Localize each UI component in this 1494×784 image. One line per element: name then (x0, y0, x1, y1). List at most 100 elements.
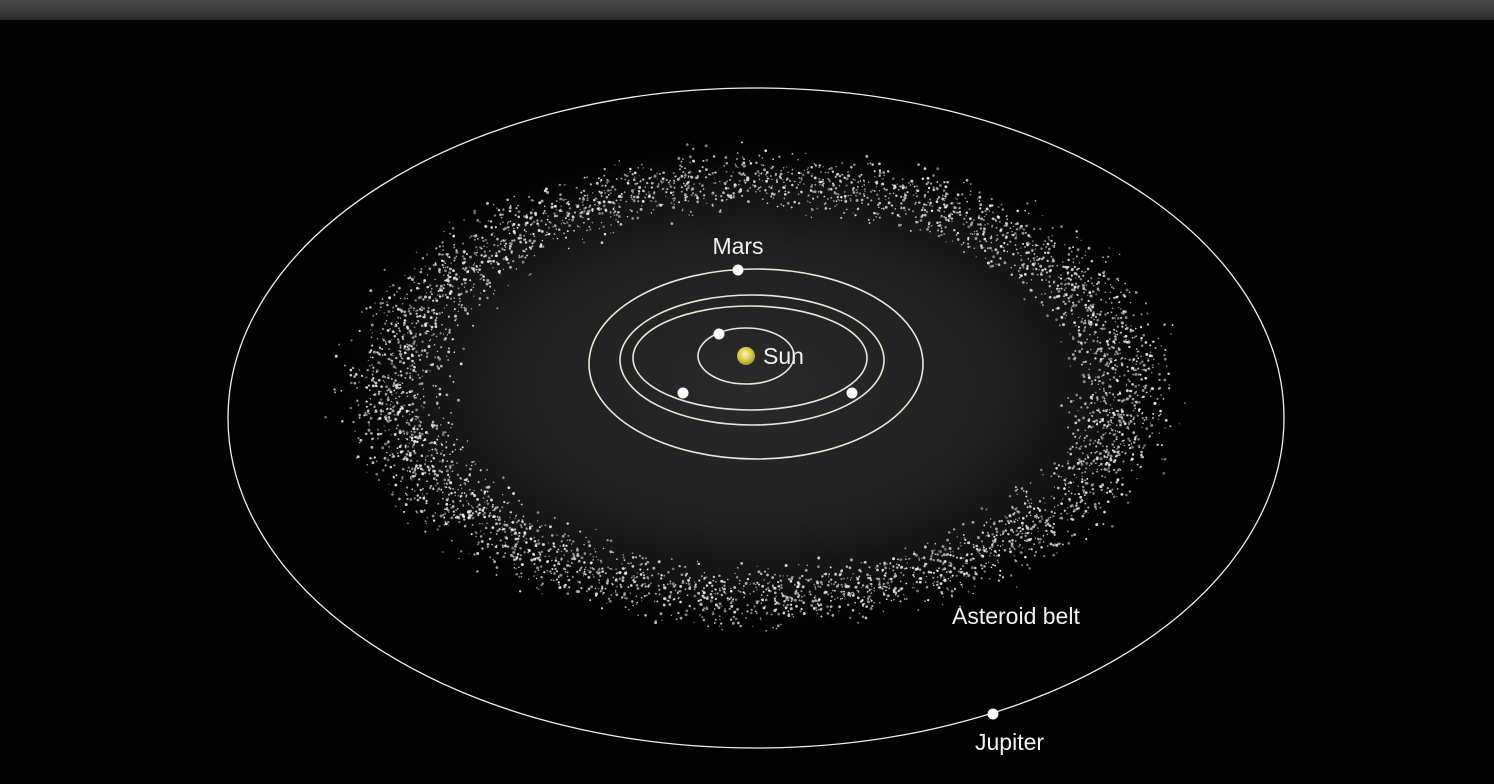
asteroid-dot (592, 574, 594, 576)
asteroid-dot (927, 225, 930, 229)
asteroid-dot (752, 590, 755, 593)
asteroid-dot (558, 183, 561, 187)
asteroid-dot (519, 547, 522, 550)
asteroid-dot (1106, 413, 1110, 417)
asteroid-dot (395, 333, 398, 335)
asteroid-dot (1097, 375, 1101, 379)
asteroid-dot (1103, 397, 1106, 400)
asteroid-dot (407, 332, 409, 334)
asteroid-dot (775, 627, 778, 630)
asteroid-dot (479, 522, 481, 525)
asteroid-dot (473, 553, 476, 556)
asteroid-dot (997, 263, 1001, 267)
asteroid-dot (1051, 226, 1054, 230)
asteroid-dot (802, 601, 806, 605)
asteroid-dot (510, 553, 513, 557)
asteroid-dot (582, 216, 584, 219)
asteroid-dot (657, 183, 660, 185)
asteroid-dot (1120, 416, 1124, 420)
asteroid-dot (1107, 423, 1110, 425)
asteroid-dot (480, 530, 482, 532)
asteroid-dot (965, 559, 969, 563)
asteroid-dot (388, 446, 390, 448)
asteroid-dot (814, 585, 817, 588)
asteroid-dot (1082, 488, 1085, 492)
asteroid-dot (1086, 477, 1089, 480)
asteroid-dot (470, 288, 473, 291)
asteroid-dot (435, 443, 438, 446)
asteroid-dot (587, 587, 591, 591)
asteroid-dot (852, 573, 854, 575)
asteroid-dot (471, 512, 475, 515)
asteroid-dot (877, 586, 880, 589)
asteroid-dot (1115, 424, 1118, 427)
asteroid-dot (519, 524, 523, 527)
asteroid-dot (552, 542, 555, 545)
asteroid-dot (869, 162, 872, 165)
asteroid-dot (403, 297, 406, 300)
asteroid-dot (849, 616, 852, 619)
asteroid-dot (538, 551, 540, 554)
asteroid-dot (398, 497, 401, 501)
asteroid-dot (1027, 241, 1030, 244)
asteroid-dot (408, 451, 411, 454)
asteroid-dot (675, 618, 678, 621)
asteroid-dot (1091, 487, 1095, 491)
asteroid-dot (1169, 425, 1172, 428)
asteroid-dot (452, 501, 455, 503)
asteroid-dot (724, 156, 728, 159)
asteroid-dot (402, 510, 406, 514)
asteroid-dot (385, 385, 388, 389)
asteroid-dot (886, 563, 888, 565)
asteroid-dot (1162, 472, 1166, 475)
asteroid-dot (988, 546, 992, 550)
asteroid-dot (520, 503, 523, 506)
asteroid-dot (473, 283, 475, 286)
asteroid-dot (963, 217, 966, 220)
asteroid-dot (379, 301, 383, 305)
asteroid-dot (941, 545, 945, 548)
asteroid-dot (389, 419, 392, 422)
asteroid-dot (1081, 514, 1085, 518)
asteroid-dot (774, 599, 776, 602)
asteroid-dot (987, 561, 990, 564)
asteroid-dot (458, 297, 461, 300)
asteroid-dot (626, 174, 629, 178)
asteroid-dot (373, 380, 376, 383)
asteroid-dot (441, 497, 444, 500)
asteroid-dot (581, 566, 583, 568)
asteroid-dot (754, 190, 757, 193)
asteroid-dot (632, 191, 634, 194)
asteroid-dot (1060, 225, 1063, 228)
asteroid-dot (454, 314, 457, 318)
asteroid-dot (846, 170, 850, 173)
asteroid-dot (936, 576, 939, 578)
asteroid-dot (499, 539, 502, 542)
asteroid-dot (669, 191, 673, 195)
asteroid-dot (521, 520, 524, 524)
asteroid-dot (472, 286, 475, 289)
asteroid-dot (531, 242, 534, 245)
asteroid-dot (816, 612, 819, 615)
asteroid-dot (379, 306, 382, 309)
asteroid-dot (356, 386, 359, 389)
asteroid-dot (451, 505, 455, 508)
asteroid-dot (489, 250, 491, 252)
asteroid-dot (878, 216, 881, 219)
asteroid-dot (571, 218, 574, 222)
asteroid-dot (904, 209, 906, 212)
asteroid-dot (490, 226, 494, 229)
asteroid-dot (726, 180, 728, 182)
asteroid-dot (447, 521, 450, 524)
asteroid-dot (1014, 244, 1017, 246)
asteroid-dot (972, 543, 975, 546)
asteroid-dot (435, 450, 438, 452)
asteroid-dot (919, 568, 921, 571)
asteroid-dot (754, 172, 757, 175)
asteroid-dot (630, 584, 633, 587)
asteroid-dot (1096, 468, 1099, 471)
asteroid-dot (1013, 547, 1016, 551)
asteroid-dot (434, 385, 437, 388)
asteroid-dot (679, 616, 683, 620)
asteroid-dot (429, 325, 431, 327)
